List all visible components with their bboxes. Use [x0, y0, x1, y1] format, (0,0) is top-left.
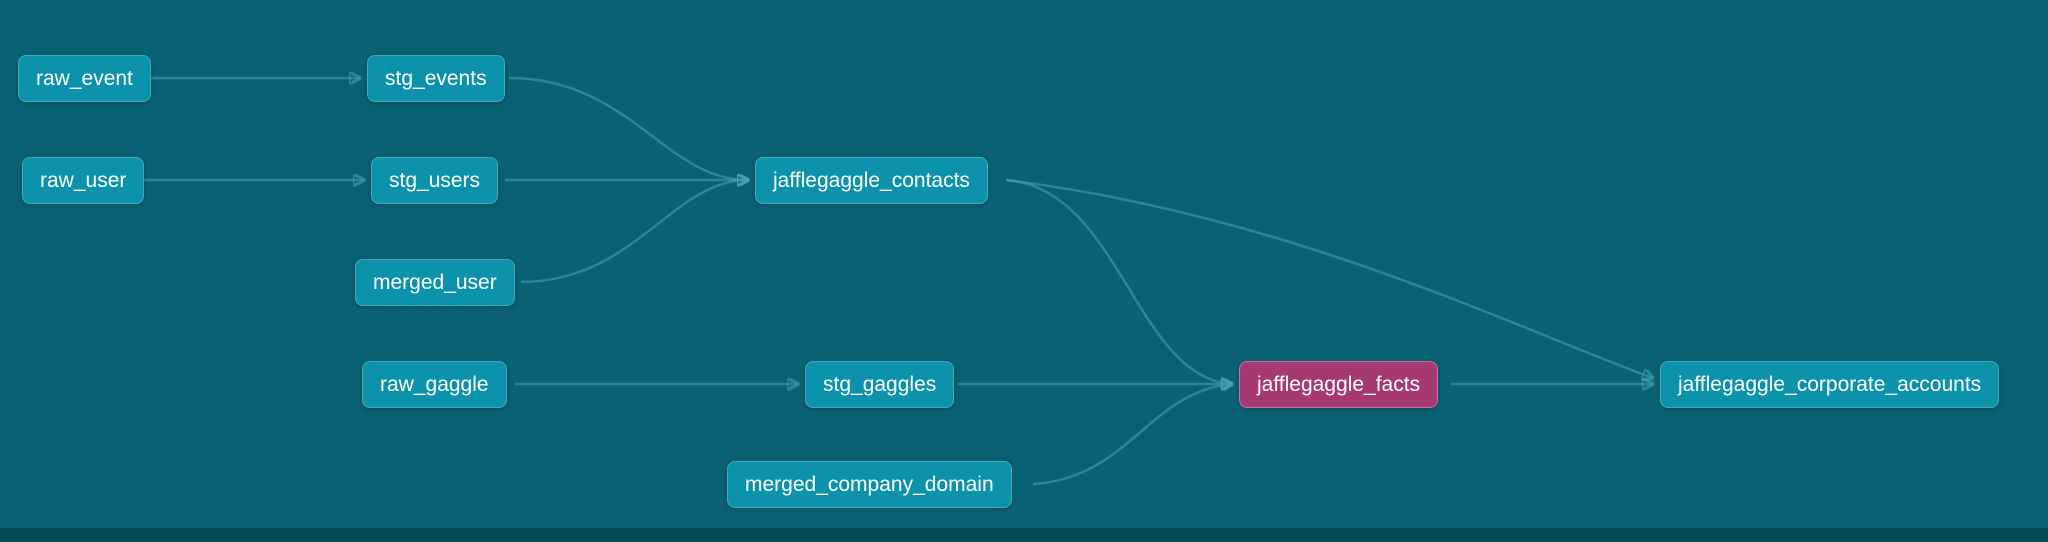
- edge-jafflegaggle_contacts-jafflegaggle_corporate_accounts: [1005, 178, 1653, 378]
- bottom-bar: [0, 528, 2048, 542]
- node-raw_event[interactable]: raw_event: [18, 55, 151, 102]
- edge-merged_user-jafflegaggle_contacts: [520, 180, 748, 284]
- edge-jafflegaggle_contacts-jafflegaggle_facts: [1005, 178, 1232, 384]
- node-stg_events[interactable]: stg_events: [367, 55, 505, 102]
- node-merged_company_domain[interactable]: merged_company_domain: [727, 461, 1012, 508]
- node-jafflegaggle_facts[interactable]: jafflegaggle_facts: [1239, 361, 1439, 408]
- node-raw_gaggle[interactable]: raw_gaggle: [362, 361, 507, 408]
- node-jafflegaggle_contacts[interactable]: jafflegaggle_contacts: [755, 157, 988, 204]
- edge-stg_events-jafflegaggle_contacts: [508, 76, 748, 180]
- node-jafflegaggle_corporate_accounts[interactable]: jafflegaggle_corporate_accounts: [1660, 361, 2000, 408]
- node-stg_users[interactable]: stg_users: [371, 157, 499, 204]
- edge-merged_company_domain-jafflegaggle_facts: [1032, 384, 1232, 486]
- node-raw_user[interactable]: raw_user: [22, 157, 145, 204]
- node-stg_gaggles[interactable]: stg_gaggles: [805, 361, 955, 408]
- node-merged_user[interactable]: merged_user: [355, 259, 515, 306]
